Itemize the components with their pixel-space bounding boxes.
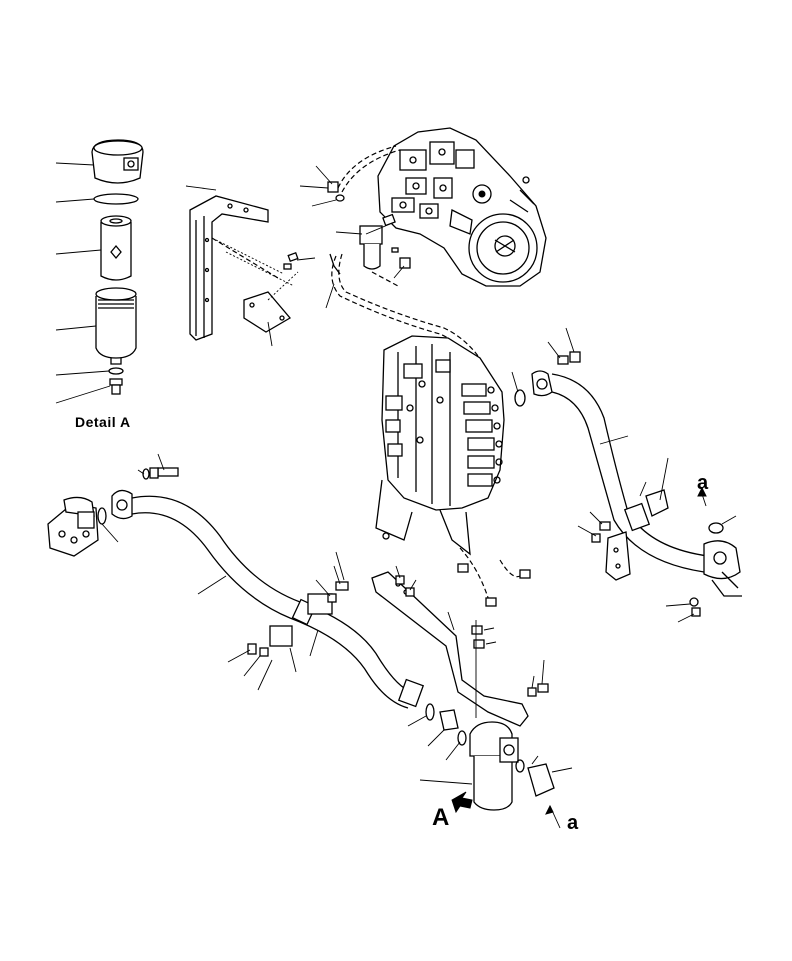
valve-spools: [461, 383, 503, 487]
callout-arrow-bottom: [545, 804, 561, 829]
lower-bracket: [371, 565, 549, 727]
callout-a-right-label: a: [697, 472, 709, 494]
return-hose-left: [111, 489, 425, 709]
hose-bolts-left: [137, 453, 349, 691]
callout-a-bottom-label: a: [567, 812, 579, 834]
filter-element: [100, 215, 132, 281]
pilot-hoses: [211, 145, 521, 605]
o-ring-large: [93, 193, 139, 205]
return-filter: [419, 721, 519, 811]
detail-leader-lines: [55, 162, 111, 404]
motor-o-ring: [97, 507, 107, 525]
right-clamp-bracket: [547, 327, 701, 623]
right-hose: [511, 370, 742, 597]
main-pump: [377, 127, 547, 287]
bracket-bolts: [283, 251, 316, 270]
view-a-label: A: [432, 804, 450, 831]
filter-inlet-parts: [407, 703, 573, 797]
right-o-ring: [514, 389, 526, 407]
control-valve: [375, 335, 531, 607]
support-bracket-left: [185, 185, 299, 347]
right-o-ring-small: [708, 522, 724, 534]
o-ring-small: [108, 367, 124, 375]
swing-motor-block: [47, 496, 119, 557]
filter-bowl: [95, 287, 137, 365]
pump-fittings: [299, 165, 411, 279]
detail-a-filter-stack: [55, 139, 144, 404]
drain-plug: [109, 378, 123, 395]
view-arrow-a: [451, 791, 473, 814]
filter-head: [91, 139, 144, 184]
detail-a-label: Detail A: [75, 414, 131, 430]
